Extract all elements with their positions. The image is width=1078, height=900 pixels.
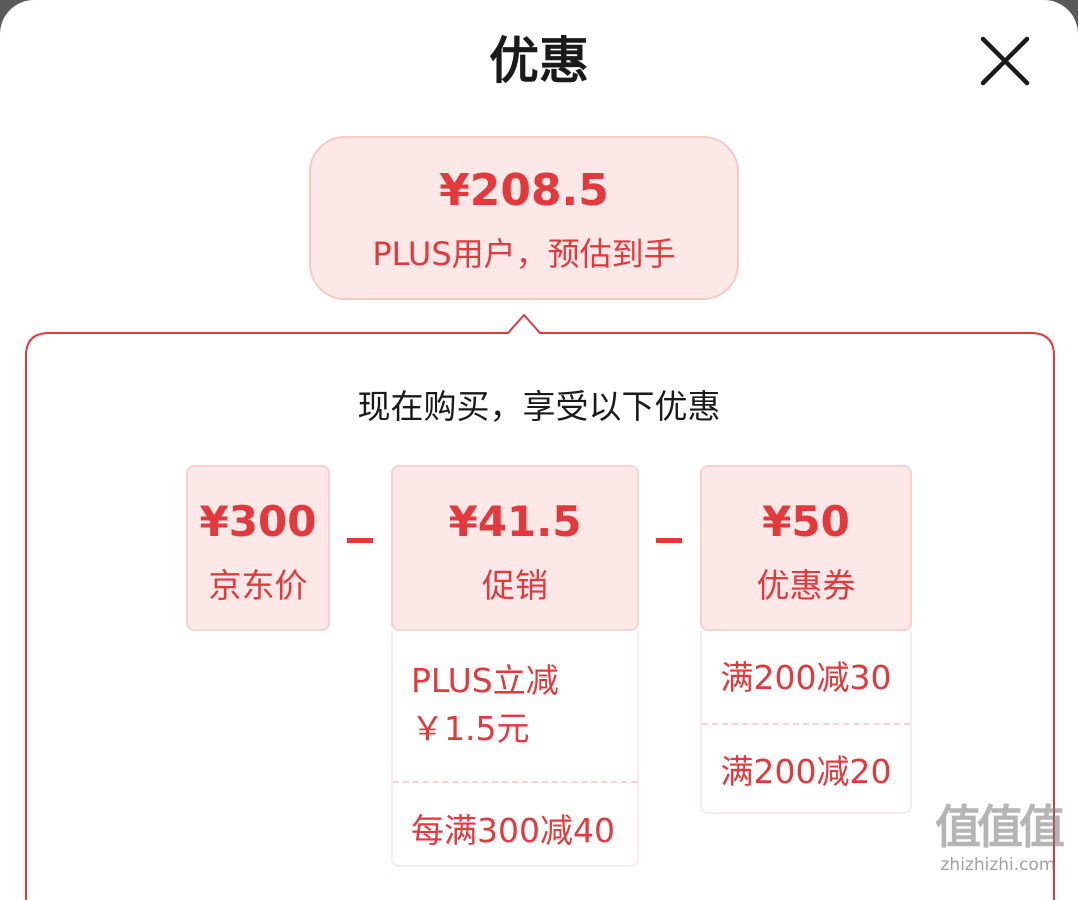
coupon-amount: ¥50	[762, 497, 850, 546]
detail-divider	[393, 781, 637, 783]
coupon-label: 优惠券	[756, 566, 856, 605]
discount-heading: 现在购买，享受以下优惠	[357, 387, 721, 426]
minus-operator	[656, 538, 682, 543]
coupon-card: ¥50 优惠券	[700, 465, 912, 631]
sheet-title: 优惠	[489, 32, 589, 90]
promotion-detail-line: ￥1.5元	[411, 709, 530, 748]
detail-divider	[702, 723, 910, 725]
coupon-detail-item: 满200减30	[720, 658, 892, 697]
site-watermark: 值值值 zhizhizhi.com	[928, 800, 1068, 880]
discount-panel-frame	[25, 313, 1055, 900]
jd-price-card: ¥300 京东价	[186, 465, 330, 631]
estimated-price-card: ¥208.5 PLUS用户，预估到手	[309, 136, 739, 300]
close-icon	[980, 36, 1030, 86]
jd-price-amount: ¥300	[199, 497, 317, 546]
estimated-price: ¥208.5	[439, 165, 609, 216]
promotion-detail-plus: PLUS立减 ￥1.5元	[393, 631, 637, 781]
promotion-detail-line: PLUS立减	[411, 661, 559, 700]
promotion-card: ¥41.5 促销	[391, 465, 639, 631]
coupon-details: 满200减30 满200减20	[700, 631, 912, 814]
promotion-detail-full-reduction: 每满300减40	[411, 811, 615, 850]
watermark-logo: 值值值	[935, 800, 1065, 854]
close-button[interactable]	[974, 30, 1036, 92]
promotion-details: PLUS立减 ￥1.5元 每满300减40	[391, 631, 639, 867]
promotion-label: 促销	[482, 566, 548, 605]
jd-price-label: 京东价	[208, 566, 308, 605]
estimated-price-caption: PLUS用户，预估到手	[372, 235, 676, 273]
coupon-detail-item: 满200减20	[720, 752, 892, 791]
watermark-url: zhizhizhi.com	[940, 855, 1056, 875]
minus-operator	[347, 538, 373, 543]
promotion-amount: ¥41.5	[448, 497, 582, 546]
